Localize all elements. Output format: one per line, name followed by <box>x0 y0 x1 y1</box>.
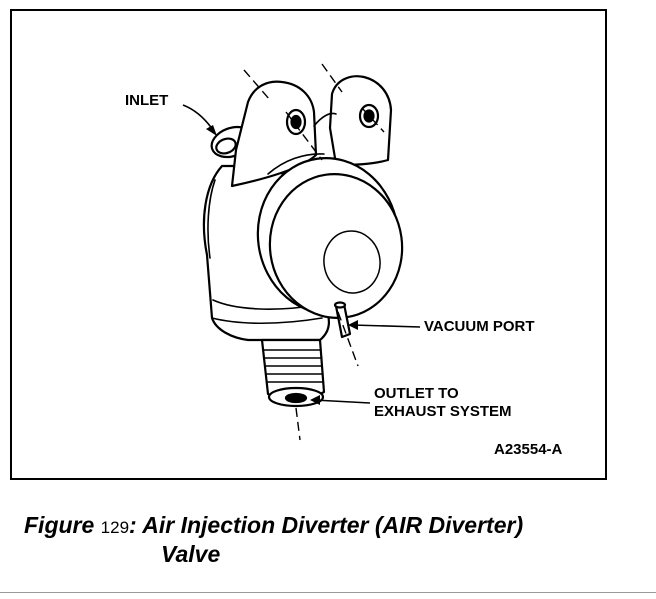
inlet-label: INLET <box>125 92 169 109</box>
vacuum-port-nipple <box>333 301 352 339</box>
outlet-label-line1: OUTLET TO <box>374 385 459 402</box>
right-mounting-ear <box>313 75 393 166</box>
vacuum-port-label: VACUUM PORT <box>424 318 535 335</box>
caption-title-line1: : Air Injection Diverter (AIR Diverter) <box>129 512 524 538</box>
leader-arrowheads <box>206 125 358 405</box>
bottom-divider <box>0 592 656 593</box>
figure-frame <box>10 9 607 480</box>
center-lines <box>243 63 385 441</box>
caption-number: 129 <box>100 518 130 537</box>
caption-prefix: Figure <box>24 512 95 538</box>
figure-code: A23554-A <box>494 441 563 458</box>
caption-title-line2: Valve <box>161 541 221 567</box>
figure-caption: Figure 129: Air Injection Diverter (AIR … <box>24 512 624 568</box>
left-mounting-ear <box>230 80 318 188</box>
threaded-outlet <box>260 338 326 408</box>
outlet-label-line2: EXHAUST SYSTEM <box>374 403 512 420</box>
